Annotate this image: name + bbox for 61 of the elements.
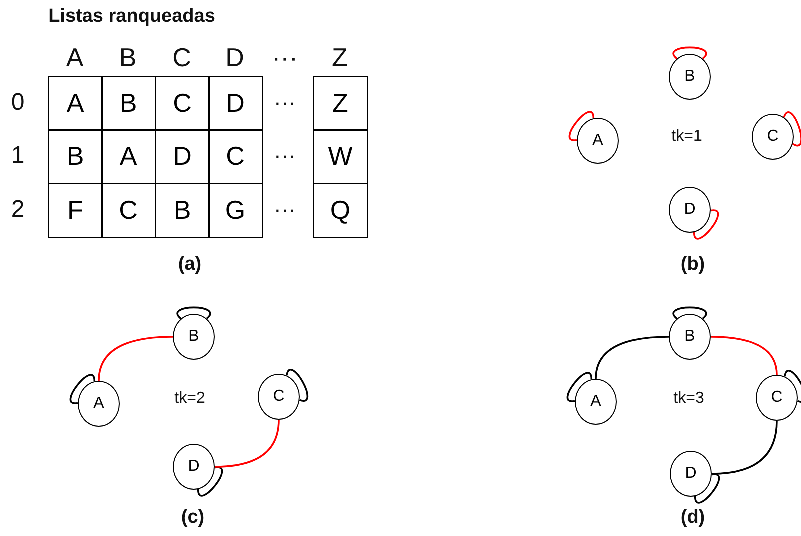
self-loop — [566, 372, 593, 402]
table-cell: B — [155, 183, 210, 238]
table-cell: B — [48, 129, 103, 184]
table-cell: B — [101, 76, 156, 131]
iteration-label: tk=2 — [174, 390, 206, 408]
table-cell: F — [48, 183, 103, 238]
connector-arc — [712, 420, 778, 475]
node-circle: C — [752, 114, 794, 160]
self-loop — [672, 306, 708, 320]
table-cell: C — [208, 129, 263, 184]
table-cell: D — [155, 129, 210, 184]
node-circle: D — [669, 187, 711, 233]
iteration-label: tk=1 — [672, 128, 702, 146]
connector-arc — [214, 420, 280, 468]
node-circle: B — [669, 314, 711, 360]
column-header: D — [226, 42, 244, 74]
node-circle: D — [670, 451, 712, 497]
ellipsis: ··· — [274, 143, 296, 169]
table-cell: Q — [313, 183, 368, 238]
column-header: ··· — [272, 42, 298, 74]
iteration-label: tk=3 — [674, 390, 704, 408]
table-cell: W — [313, 129, 368, 184]
column-header: B — [119, 42, 137, 74]
panel-label: (c) — [181, 507, 205, 529]
table-cell: A — [48, 76, 103, 131]
node-circle: B — [669, 54, 711, 100]
row-number: 2 — [11, 196, 25, 224]
ellipsis: ··· — [274, 197, 296, 223]
panel-label: (a) — [178, 254, 202, 276]
self-loop — [784, 370, 801, 403]
panel-label: (b) — [680, 254, 706, 276]
connector-arc — [98, 336, 174, 382]
table-cell: D — [208, 76, 263, 131]
node-circle: B — [173, 314, 215, 360]
table-cell: A — [101, 129, 156, 184]
table-cell: Z — [313, 76, 368, 131]
row-number: 1 — [11, 142, 25, 170]
self-loop — [70, 374, 96, 404]
ellipsis: ··· — [274, 90, 296, 116]
self-loop — [783, 112, 801, 147]
table-title: Listas ranqueadas — [48, 6, 216, 28]
connector-arc — [710, 336, 778, 376]
node-circle: C — [756, 375, 798, 421]
column-header: A — [66, 42, 84, 74]
self-loop — [197, 466, 224, 497]
node-circle: A — [577, 118, 619, 164]
node-circle: A — [78, 381, 120, 427]
table-cell: C — [101, 183, 156, 238]
column-header: C — [172, 42, 192, 74]
table-cell: G — [208, 183, 263, 238]
row-number: 0 — [11, 89, 25, 117]
self-loop — [568, 111, 595, 142]
table-cell: C — [155, 76, 210, 131]
node-circle: D — [173, 444, 215, 490]
connector-arc — [595, 336, 670, 380]
column-header: Z — [332, 42, 348, 74]
panel-label: (d) — [680, 507, 706, 529]
self-loop — [694, 474, 720, 504]
node-circle: A — [575, 379, 617, 425]
node-circle: C — [258, 374, 300, 420]
self-loop — [693, 210, 720, 240]
